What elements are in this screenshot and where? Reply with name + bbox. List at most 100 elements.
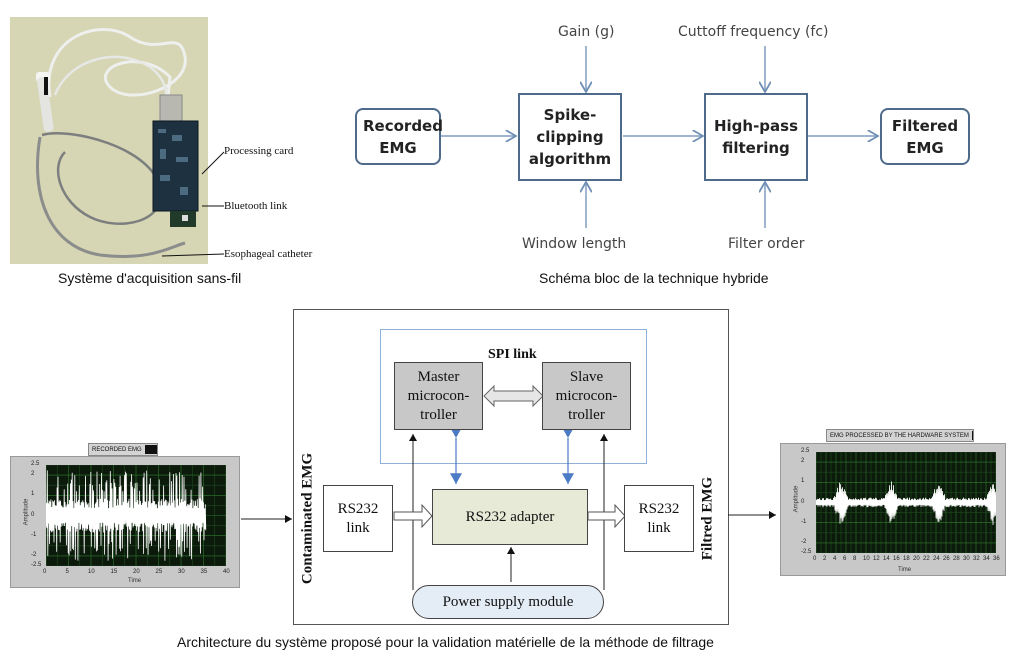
processed-emg-ylabel: Amplitude	[793, 485, 800, 513]
photo-label-leaders	[161, 151, 225, 257]
rs232-adapter-label: RS232 adapter	[465, 508, 555, 525]
gain-parameter: Gain (g)	[558, 24, 615, 40]
y-tick-label: 0	[31, 511, 35, 518]
x-tick-label: 28	[953, 556, 960, 562]
recorded-emg-label: Recorded EMG	[363, 116, 443, 157]
processed-emg-title-text: EMG PROCESSED BY THE HARDWARE SYSTEM	[830, 432, 969, 439]
photo-label-bluetooth-link: Bluetooth link	[224, 200, 288, 212]
adapter-to-rs232-out-arrow	[587, 503, 626, 529]
architecture-connections	[241, 384, 776, 590]
x-tick-label: 12	[873, 556, 880, 562]
spike-clipping-line-3: algorithm	[528, 150, 612, 168]
photo-label-processing-card: Processing card	[224, 145, 294, 157]
y-tick-label: 2	[31, 471, 35, 478]
x-tick-label: 30	[178, 569, 185, 575]
x-tick-label: 36	[993, 556, 1000, 562]
contaminated-emg-label: Contaminated EMG	[299, 452, 316, 585]
x-tick-label: 0	[813, 556, 817, 562]
slave-line-1: Slave	[569, 368, 604, 385]
spike-clipping-line-1: Spike-	[543, 106, 597, 124]
acquisition-system-photo	[10, 17, 208, 264]
photo-illustration	[10, 17, 208, 264]
processed-emg-xlabel: Time	[898, 567, 912, 573]
master-line-2: microcon-	[407, 387, 470, 404]
rs232-link-input-block: RS232 link	[323, 485, 393, 552]
x-tick-label: 0	[43, 569, 47, 575]
x-tick-label: 2	[823, 556, 827, 562]
x-tick-label: 35	[200, 569, 208, 575]
recorded-emg-plot-area	[46, 465, 226, 566]
y-tick-label: -1	[31, 531, 37, 538]
rs232-adapter-block: RS232 adapter	[432, 489, 588, 545]
master-line-3: troller	[420, 406, 457, 423]
x-tick-label: 6	[843, 556, 847, 562]
rs232-out-line-2: link	[647, 519, 671, 536]
filtered-emg-line-2: EMG	[906, 138, 944, 157]
filtered-emg-line-1: Filtered	[891, 116, 959, 135]
y-tick-label: -1	[801, 518, 807, 525]
y-tick-label: 2.5	[801, 448, 810, 454]
x-tick-label: 32	[973, 556, 980, 562]
processed-emg-plot-area	[816, 452, 996, 553]
architecture-frame	[293, 309, 729, 625]
x-tick-label: 22	[923, 556, 930, 562]
spi-link-frame	[380, 329, 647, 464]
high-pass-line-2: filtering	[722, 139, 790, 157]
hybrid-technique-block-diagram: Recorded EMG Spike- clipping algorithm H…	[340, 0, 1014, 262]
power-supply-label: Power supply module	[442, 593, 574, 610]
window-length-parameter: Window length	[522, 236, 627, 252]
x-tick-label: 15	[110, 569, 118, 575]
slave-line-2: microcon-	[555, 387, 618, 404]
waveform-icon	[144, 445, 157, 454]
y-tick-label: -2.5	[31, 562, 42, 568]
rs232-in-line-1: RS232	[337, 500, 379, 517]
y-tick-label: 1	[31, 491, 35, 498]
processed-emg-waveform	[816, 452, 996, 553]
recorded-emg-ylabel: Amplitude	[23, 498, 30, 526]
x-tick-label: 25	[155, 569, 163, 575]
x-tick-label: 10	[88, 569, 95, 575]
recorded-emg-block: Recorded EMG	[355, 108, 443, 165]
x-tick-label: 26	[943, 556, 950, 562]
emg-signal-trace	[816, 481, 996, 526]
slave-line-3: troller	[568, 406, 605, 423]
y-tick-label: 2.5	[31, 461, 40, 467]
photo-caption: Système d'acquisition sans-fil	[58, 270, 242, 286]
processed-emg-graph-title: EMG PROCESSED BY THE HARDWARE SYSTEM	[826, 429, 974, 442]
recorded-emg-graph-title: RECORDED EMG	[88, 443, 158, 456]
master-microcontroller-block: Master microcon- troller	[394, 362, 483, 430]
power-supply-module-block: Power supply module	[412, 585, 604, 619]
y-tick-label: -2	[801, 538, 807, 545]
filter-order-parameter: Filter order	[728, 236, 805, 252]
x-tick-label: 8	[853, 556, 857, 562]
waveform-icon	[971, 431, 973, 440]
x-tick-label: 5	[65, 569, 69, 575]
x-tick-label: 14	[883, 556, 890, 562]
x-tick-label: 40	[223, 569, 230, 575]
x-tick-label: 20	[133, 569, 140, 575]
slave-microcontroller-block: Slave microcon- troller	[542, 362, 631, 430]
y-tick-label: 0	[801, 498, 805, 505]
high-pass-line-1: High-pass	[713, 117, 799, 135]
photo-label-esophageal-catheter: Esophageal catheter	[224, 248, 313, 260]
y-tick-label: -2.5	[801, 549, 812, 555]
spi-link-label: SPI link	[488, 347, 537, 362]
filtred-emg-label: Filtred EMG	[699, 476, 716, 561]
x-tick-label: 30	[963, 556, 970, 562]
x-tick-label: 34	[983, 556, 990, 562]
block-diagram-caption: Schéma bloc de la technique hybride	[539, 270, 769, 286]
architecture-caption: Architecture du système proposé pour la …	[177, 634, 714, 650]
emg-signal-trace	[46, 470, 207, 561]
filtered-emg-block: Filtered EMG	[880, 108, 970, 165]
x-tick-label: 10	[863, 556, 870, 562]
master-line-1: Master	[417, 368, 460, 385]
recorded-emg-waveform	[46, 465, 226, 566]
rs232-in-to-adapter-arrow	[393, 503, 433, 529]
recorded-emg-xlabel: Time	[128, 578, 142, 584]
spike-clipping-block: Spike- clipping algorithm	[518, 93, 622, 181]
y-tick-label: 2	[801, 458, 805, 465]
rs232-link-output-block: RS232 link	[624, 485, 694, 552]
cutoff-frequency-parameter: Cuttoff frequency (fc)	[678, 24, 829, 40]
